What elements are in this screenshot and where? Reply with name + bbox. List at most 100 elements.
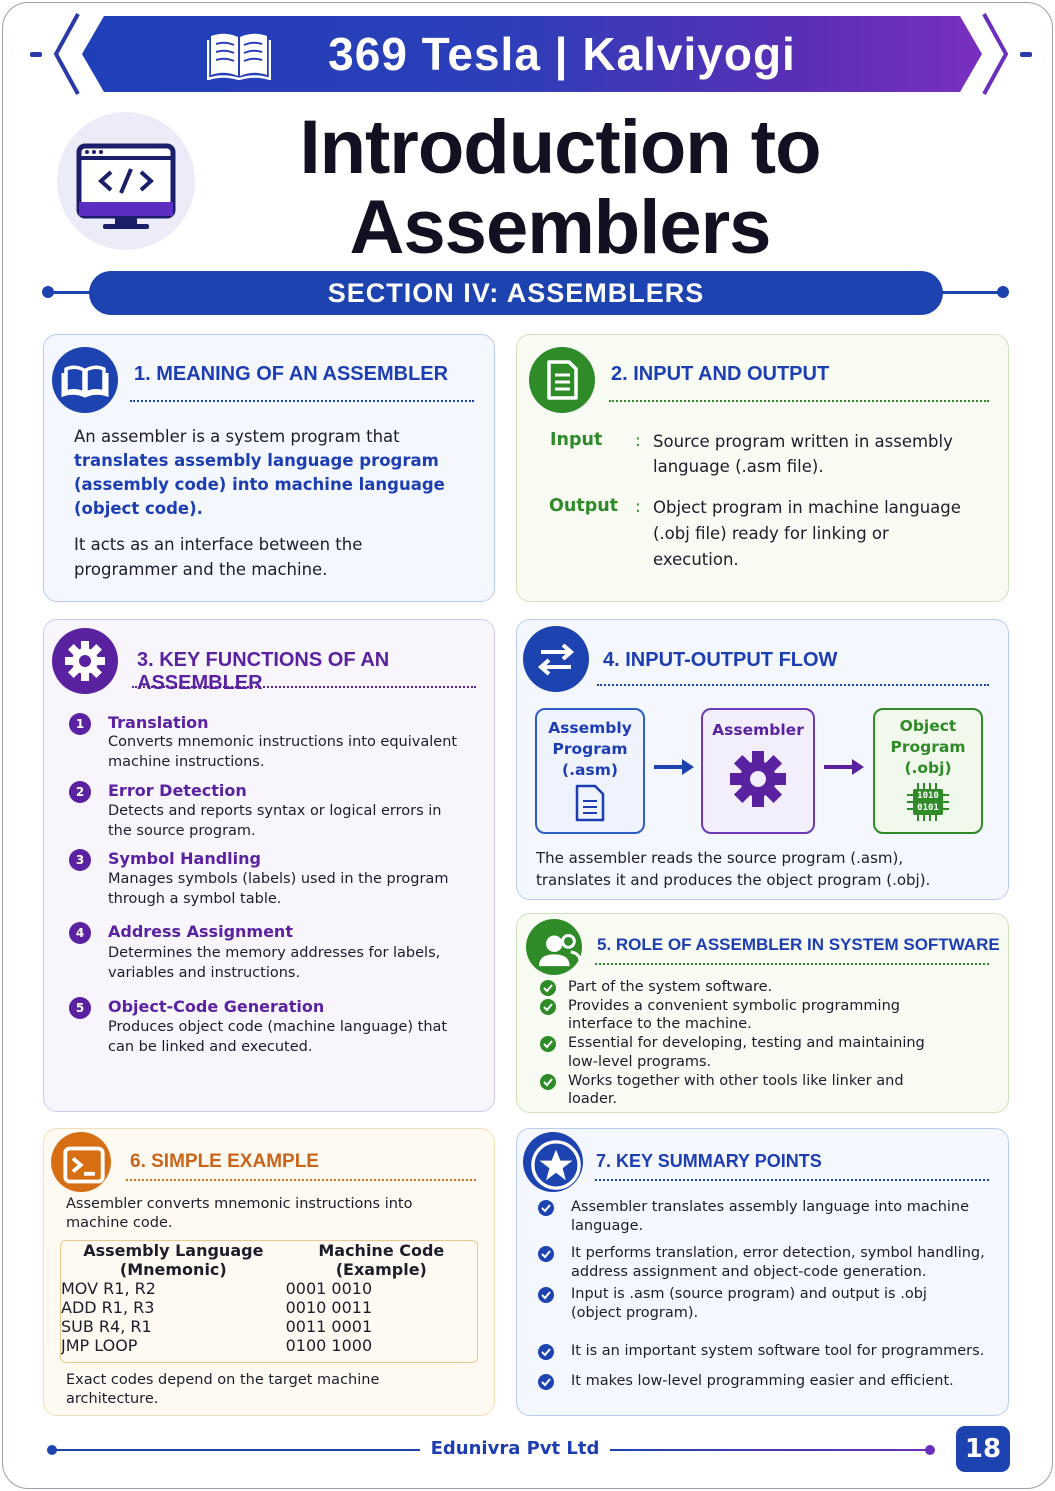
example-table: Assembly Language (Mnemonic) Machine Cod…: [60, 1240, 478, 1363]
flow-box-label: Program: [552, 740, 628, 758]
card-title: 2. INPUT AND OUTPUT: [611, 363, 830, 385]
output-description: (.obj file) ready for linking or: [653, 524, 889, 543]
function-description: Manages symbols (labels) used in the pro…: [108, 871, 449, 887]
example-note: Exact codes depend on the target machine: [66, 1372, 380, 1388]
flow-box-object: Object Program (.obj) 1010 0101: [873, 708, 983, 834]
table-header: Machine Code (Example): [318, 1241, 445, 1279]
footer-line-right: [610, 1449, 930, 1451]
function-description: Produces object code (machine language) …: [108, 1019, 448, 1035]
output-label: Output: [549, 496, 619, 516]
card-summary: 7. KEY SUMMARY POINTS Assembler translat…: [516, 1128, 1009, 1416]
meaning-highlight: translates assembly language program: [74, 451, 439, 470]
arrow-right-icon: [654, 759, 694, 775]
header-ribbon: 369 Tesla | Kalviyogi: [30, 12, 1032, 96]
title-divider: [609, 400, 989, 402]
function-heading: Error Detection: [108, 781, 247, 800]
flow-box-label: (.asm): [562, 761, 618, 779]
ribbon-dash-right: [1020, 52, 1032, 57]
function-description: can be linked and executed.: [108, 1039, 313, 1055]
card-title: 5. ROLE OF ASSEMBLER IN SYSTEM SOFTWARE: [597, 935, 1000, 954]
input-description: language (.asm file).: [653, 457, 824, 476]
meaning-highlight: (object code).: [74, 499, 203, 518]
example-note: architecture.: [66, 1391, 159, 1407]
function-description: through a symbol table.: [108, 891, 282, 907]
mnemonic-cell: SUB R4, R1: [61, 1317, 152, 1336]
check-icon: [538, 1246, 554, 1262]
meaning-line: An assembler is a system program that: [74, 427, 400, 446]
mnemonic-cell: JMP LOOP: [61, 1336, 138, 1355]
title-divider: [130, 400, 474, 402]
code-monitor-badge: [57, 112, 195, 250]
code-monitor-icon: [76, 143, 176, 229]
card-title: 4. INPUT-OUTPUT FLOW: [603, 649, 838, 671]
chevron-right-icon: [982, 13, 1009, 95]
check-icon: [538, 1200, 554, 1216]
brand-title: 369 Tesla | Kalviyogi: [328, 28, 796, 80]
section-line-right: [932, 291, 1002, 294]
book-icon: [52, 347, 118, 413]
role-point: interface to the machine.: [568, 1016, 752, 1032]
flow-box-source: Assembly Program (.asm): [535, 708, 645, 834]
function-number: 5: [69, 997, 91, 1019]
summary-point: Assembler translates assembly language i…: [571, 1199, 970, 1215]
output-colon: :: [635, 497, 641, 517]
card-meaning: 1. MEANING OF AN ASSEMBLER An assembler …: [43, 334, 495, 602]
card-title: 1. MEANING OF AN ASSEMBLER: [134, 363, 449, 385]
summary-point: (object program).: [571, 1305, 699, 1321]
function-heading: Object-Code Generation: [108, 997, 325, 1016]
card-title: 7. KEY SUMMARY POINTS: [596, 1151, 822, 1171]
function-number: 4: [69, 922, 91, 944]
flow-box-assembler: Assembler: [701, 708, 815, 834]
document-icon: [529, 347, 595, 413]
machine-code-cell: 0001 0010: [285, 1279, 373, 1298]
flow-box-label: Object: [899, 717, 957, 735]
check-icon: [540, 1036, 556, 1052]
card-key-functions: 3. KEY FUNCTIONS OF AN ASSEMBLER 1 Trans…: [43, 619, 495, 1112]
role-point: Essential for developing, testing and ma…: [568, 1035, 925, 1051]
role-point: loader.: [568, 1091, 618, 1107]
check-icon: [538, 1287, 554, 1303]
meaning-highlight: (assembly code) into machine language: [74, 475, 445, 494]
output-description: execution.: [653, 550, 739, 569]
title-divider: [132, 686, 476, 688]
section-line-left: [50, 291, 100, 294]
users-icon: [526, 919, 582, 975]
flow-box-label: Assembler: [712, 721, 804, 739]
mnemonic-cell: MOV R1, R2: [61, 1279, 156, 1298]
open-book-icon: [207, 33, 271, 80]
card-input-output: 2. INPUT AND OUTPUT Input : Source progr…: [516, 334, 1009, 602]
section-heading: SECTION IV: ASSEMBLERS: [89, 271, 943, 315]
check-icon: [538, 1344, 554, 1360]
function-description: Detects and reports syntax or logical er…: [108, 803, 442, 819]
card-title: 6. SIMPLE EXAMPLE: [130, 1151, 319, 1172]
function-heading: Symbol Handling: [108, 849, 261, 868]
machine-code-cell: 0100 1000: [285, 1336, 373, 1355]
machine-code-cell: 0010 0011: [285, 1298, 373, 1317]
flow-caption: The assembler reads the source program (…: [536, 849, 904, 867]
title-divider: [595, 963, 989, 965]
page-title-line1: Introduction to: [299, 105, 821, 190]
chip-bits: 0101: [917, 803, 939, 813]
input-colon: :: [635, 431, 641, 451]
function-heading: Translation: [108, 713, 209, 732]
flow-box-label: Assembly: [548, 719, 632, 737]
card-io-flow: 4. INPUT-OUTPUT FLOW Assembly Program (.…: [516, 619, 1009, 900]
check-icon: [540, 999, 556, 1015]
summary-point: Input is .asm (source program) and outpu…: [571, 1286, 927, 1302]
meaning-line: programmer and the machine.: [74, 560, 328, 579]
check-icon: [538, 1374, 554, 1390]
flow-box-label: (.obj): [904, 759, 952, 777]
card-title: 3. KEY FUNCTIONS OF AN ASSEMBLER: [137, 649, 390, 694]
table-row: ADD R1, R3 0010 0011: [61, 1298, 477, 1317]
summary-point: It performs translation, error detection…: [571, 1245, 985, 1261]
summary-point: address assignment and object-code gener…: [571, 1264, 927, 1280]
check-icon: [540, 1074, 556, 1090]
function-description: Determines the memory addresses for labe…: [108, 945, 441, 961]
mnemonic-cell: ADD R1, R3: [61, 1298, 155, 1317]
page-title: Introduction to Assemblers: [250, 108, 870, 268]
summary-point: language.: [571, 1218, 644, 1234]
title-divider: [597, 684, 989, 686]
role-point: low-level programs.: [568, 1054, 712, 1070]
flow-caption: translates it and produces the object pr…: [536, 871, 931, 889]
file-icon: [575, 784, 605, 822]
